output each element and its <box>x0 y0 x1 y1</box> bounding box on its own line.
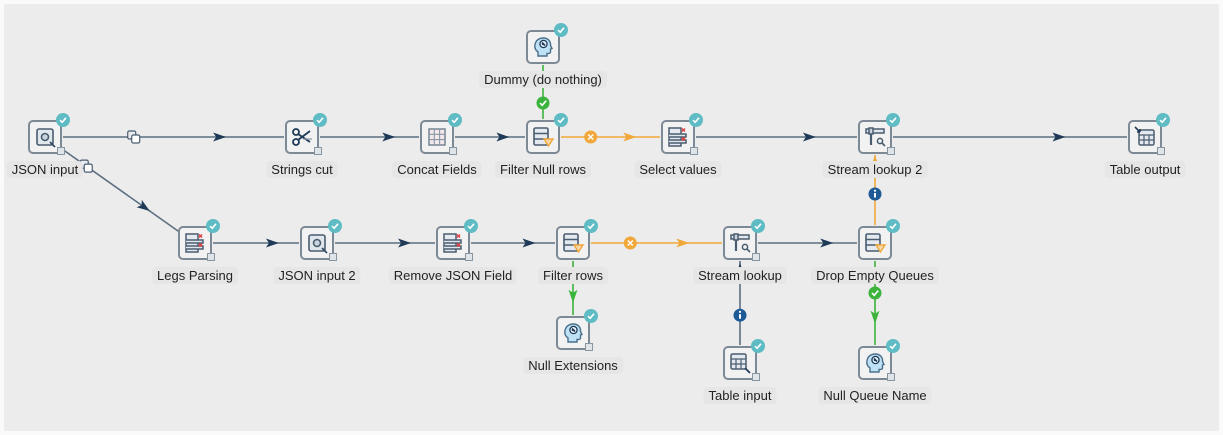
status-ok-check-icon <box>584 219 598 233</box>
output-handle-icon[interactable] <box>57 147 65 155</box>
status-ok-check-icon <box>448 113 462 127</box>
hop-arrow <box>265 238 279 248</box>
filter-rows-icon[interactable] <box>556 226 590 260</box>
output-handle-icon[interactable] <box>207 253 215 261</box>
false-result-icon <box>623 236 637 250</box>
status-ok-check-icon <box>554 113 568 127</box>
status-ok-check-icon <box>56 113 70 127</box>
stream-lookup-icon[interactable] <box>858 120 892 154</box>
step-label: Stream lookup <box>693 267 787 284</box>
scissors-icon[interactable] <box>285 120 319 154</box>
json-input-icon[interactable] <box>300 226 334 260</box>
status-ok-check-icon <box>328 219 342 233</box>
output-handle-icon[interactable] <box>1157 147 1165 155</box>
step-label: Strings cut <box>266 161 338 178</box>
hop-arrow <box>136 199 150 212</box>
step-label: Null Queue Name <box>818 387 932 404</box>
hop-arrow <box>802 132 816 142</box>
hop-arrow <box>1052 132 1066 142</box>
status-ok-check-icon <box>584 309 598 323</box>
false-result-icon <box>584 130 598 144</box>
output-handle-icon[interactable] <box>465 253 473 261</box>
step-label: Filter rows <box>538 267 608 284</box>
json-input-icon[interactable] <box>28 120 62 154</box>
dummy-head-icon[interactable] <box>556 316 590 350</box>
hop-arrow <box>623 132 637 142</box>
copy-rows-icon <box>127 130 141 144</box>
step-label: Drop Empty Queues <box>811 267 939 284</box>
hop-arrow <box>213 132 227 142</box>
output-handle-icon[interactable] <box>887 373 895 381</box>
step-label: JSON input <box>6 161 84 178</box>
stream-lookup-icon[interactable] <box>723 226 757 260</box>
status-ok-check-icon <box>689 113 703 127</box>
status-ok-check-icon <box>886 339 900 353</box>
status-ok-check-icon <box>206 219 220 233</box>
hop-arrow <box>382 132 396 142</box>
status-ok-check-icon <box>751 339 765 353</box>
output-handle-icon[interactable] <box>314 147 322 155</box>
output-handle-icon[interactable] <box>690 147 698 155</box>
output-handle-icon[interactable] <box>752 373 760 381</box>
dummy-head-icon[interactable] <box>526 30 560 64</box>
step-label: Concat Fields <box>392 161 482 178</box>
info-stream-icon <box>733 308 747 322</box>
select-values-icon[interactable] <box>178 226 212 260</box>
info-stream-icon <box>868 187 882 201</box>
step-label: Select values <box>634 161 722 178</box>
hop-arrow <box>870 310 880 324</box>
status-ok-check-icon <box>886 219 900 233</box>
step-label: Dummy (do nothing) <box>479 71 607 88</box>
step-label: Filter Null rows <box>495 161 591 178</box>
step-label: JSON input 2 <box>273 267 361 284</box>
hop-arrow <box>398 238 411 248</box>
step-label: Table output <box>1104 161 1186 178</box>
status-ok-check-icon <box>554 23 568 37</box>
status-ok-check-icon <box>1156 113 1170 127</box>
grid-icon[interactable] <box>420 120 454 154</box>
hop-arrow <box>820 238 834 248</box>
status-ok-check-icon <box>313 113 327 127</box>
true-result-icon <box>868 286 882 300</box>
table-output-icon[interactable] <box>1128 120 1162 154</box>
step-label: Legs Parsing <box>152 267 238 284</box>
output-handle-icon[interactable] <box>449 147 457 155</box>
hop-arrow <box>522 238 536 248</box>
step-label: Remove JSON Field <box>388 267 518 284</box>
hop-arrow <box>676 238 690 248</box>
select-values-icon[interactable] <box>436 226 470 260</box>
output-handle-icon[interactable] <box>585 343 593 351</box>
hop-arrow <box>496 132 510 142</box>
hop-arrow <box>568 289 578 303</box>
output-handle-icon[interactable] <box>887 147 895 155</box>
step-label: Table input <box>703 387 777 404</box>
status-ok-check-icon <box>464 219 478 233</box>
dummy-head-icon[interactable] <box>858 346 892 380</box>
filter-rows-icon[interactable] <box>858 226 892 260</box>
output-handle-icon[interactable] <box>752 253 760 261</box>
step-label: Null Extensions <box>523 357 623 374</box>
true-result-icon <box>536 96 550 110</box>
status-ok-check-icon <box>751 219 765 233</box>
step-label: Stream lookup 2 <box>822 161 928 178</box>
status-ok-check-icon <box>886 113 900 127</box>
table-input-icon[interactable] <box>723 346 757 380</box>
output-handle-icon[interactable] <box>329 253 337 261</box>
select-values-icon[interactable] <box>661 120 695 154</box>
filter-rows-icon[interactable] <box>526 120 560 154</box>
